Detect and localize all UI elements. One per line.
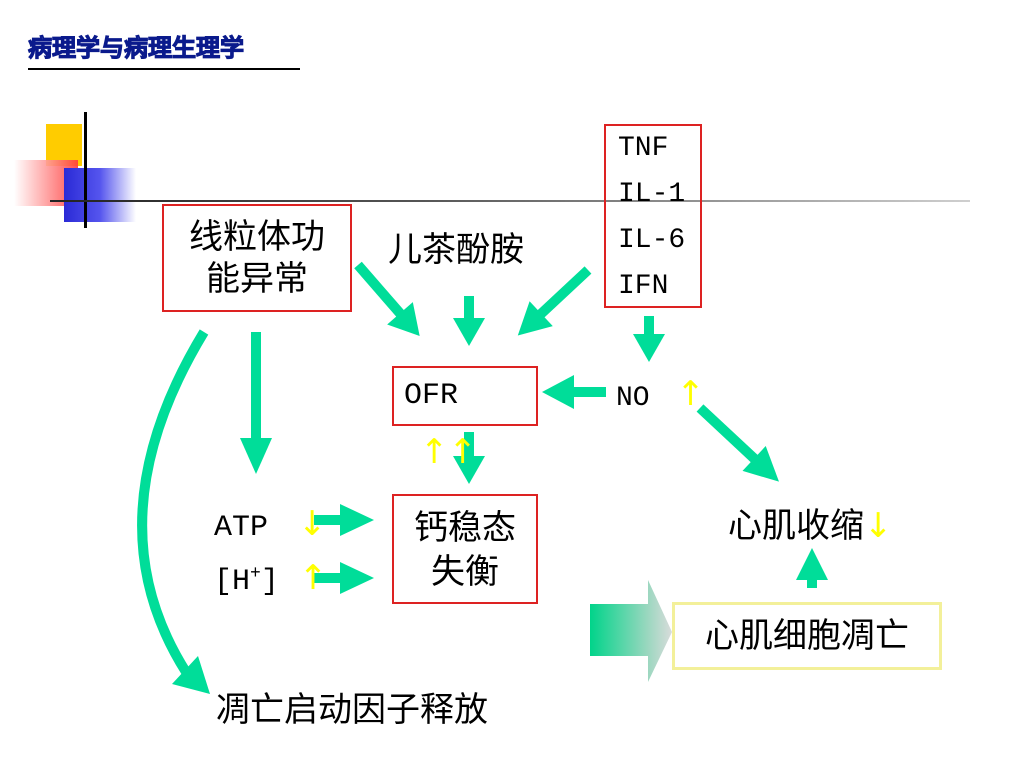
decor-vertical-line	[84, 112, 87, 228]
node-catecholamine: 儿茶酚胺	[388, 230, 524, 270]
cytokine-il1: IL-1	[618, 179, 686, 210]
h-increase-arrow: ↑	[298, 558, 328, 598]
node-ofr: OFR ↑↑	[392, 366, 538, 472]
arrow-atp-to-calcium	[314, 504, 374, 536]
slide-title: 病理学与病理生理学	[28, 34, 245, 63]
title-underline	[28, 68, 300, 70]
arrow-catecholamine-to-ofr	[453, 296, 485, 346]
arrow-no-to-contraction	[696, 404, 779, 482]
node-apoptosis: 心肌细胞凋亡	[672, 602, 942, 670]
decor-yellow-square	[46, 124, 82, 166]
arrow-no-to-ofr	[542, 375, 606, 409]
node-cytokines: TNF IL-1 IL-6 IFN	[604, 124, 702, 308]
node-contraction: 心肌收缩↓	[728, 498, 893, 547]
arrow-cytokines-to-ofr	[517, 266, 592, 336]
decor-blue-square	[64, 168, 136, 222]
node-no: NO ↑	[616, 374, 705, 414]
node-hydrogen: [H+] ↑	[214, 558, 327, 599]
arrow-h-to-calcium	[314, 562, 374, 594]
no-increase-arrow: ↑	[676, 374, 705, 414]
node-atp: ATP ↓	[214, 504, 327, 545]
decor-horizontal-line	[50, 200, 970, 202]
arrow-mito-to-apoptosis-factor-head	[172, 656, 210, 694]
arrow-apoptosis-to-contraction	[796, 548, 828, 588]
cytokine-tnf: TNF	[618, 133, 669, 164]
arrow-ofr-to-calcium	[453, 432, 485, 484]
cytokine-ifn: IFN	[618, 271, 669, 302]
cytokine-il6: IL-6	[618, 225, 686, 256]
node-mito-dysfunction-line1: 线粒体功	[189, 217, 325, 257]
node-calcium-line1: 钙稳态	[414, 508, 516, 548]
node-calcium-imbalance: 钙稳态 失衡	[392, 494, 538, 604]
node-apoptosis-factor: 凋亡启动因子释放	[216, 690, 488, 730]
node-contraction-label: 心肌收缩	[728, 506, 864, 546]
node-calcium-line2: 失衡	[431, 552, 499, 592]
node-h-close: ]	[260, 565, 279, 599]
contraction-decrease-arrow: ↓	[864, 506, 893, 546]
arrow-mito-to-apoptosis-factor	[137, 329, 209, 675]
ofr-increase-arrows: ↑↑	[420, 432, 477, 472]
arrow-mito-to-ofr	[354, 261, 420, 336]
arrow-cytokines-to-no	[633, 316, 665, 362]
node-mito-dysfunction: 线粒体功 能异常	[162, 204, 352, 312]
arrow-toward-apoptosis	[590, 580, 672, 682]
atp-decrease-arrow: ↓	[298, 504, 327, 544]
node-ofr-label: OFR	[404, 379, 459, 413]
node-h-open: [H	[214, 565, 251, 599]
node-no-label: NO	[616, 383, 650, 414]
node-mito-dysfunction-line2: 能异常	[206, 259, 308, 299]
node-h-superscript: +	[250, 564, 261, 584]
node-atp-label: ATP	[214, 511, 269, 545]
arrow-mito-to-atp	[240, 332, 272, 474]
